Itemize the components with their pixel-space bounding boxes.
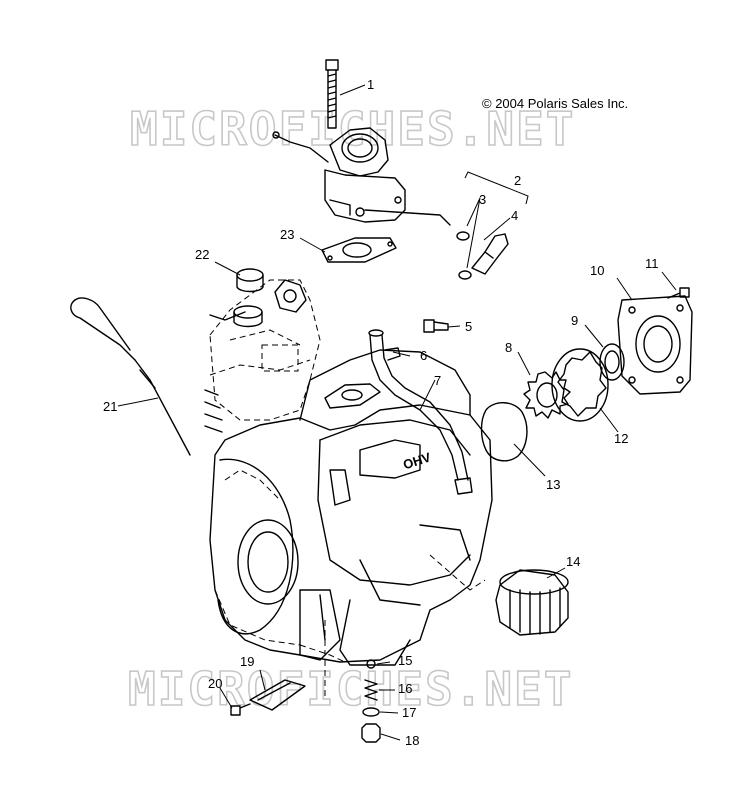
part-7-oil-tube xyxy=(324,329,473,495)
callout-11: 11 xyxy=(645,256,659,271)
part-4-breather-hose xyxy=(456,231,509,280)
callout-19: 19 xyxy=(240,654,254,669)
callout-16: 16 xyxy=(398,681,412,696)
callout-20: 20 xyxy=(208,676,222,691)
part-13-gasket xyxy=(480,402,528,462)
part-14-oil-filter xyxy=(495,569,569,636)
part-8-gear-hub xyxy=(536,382,558,408)
part-12-pump-rotor xyxy=(551,348,609,422)
callout-1: 1 xyxy=(367,77,374,92)
bracket-2 xyxy=(464,171,529,205)
callout-13: 13 xyxy=(546,477,560,492)
callout-labels: 1 2 3 4 5 6 7 8 9 10 11 12 13 14 15 16 1… xyxy=(103,77,659,748)
part-5-bolt xyxy=(423,319,449,333)
callout-6: 6 xyxy=(420,348,427,363)
copyright-notice: © 2004 Polaris Sales Inc. xyxy=(482,96,628,111)
callout-3: 3 xyxy=(479,192,486,207)
part-15-ball xyxy=(366,659,376,669)
callout-10: 10 xyxy=(590,263,604,278)
callout-8: 8 xyxy=(505,340,512,355)
part-22-oil-cap xyxy=(233,268,264,328)
callout-15: 15 xyxy=(398,653,412,668)
callout-2: 2 xyxy=(514,173,521,188)
watermark-top: MICROFICHES.NET xyxy=(130,102,575,156)
part-20-bolt xyxy=(230,703,251,716)
watermark-bottom: MICROFICHES.NET xyxy=(128,662,573,716)
callout-22: 22 xyxy=(195,247,209,262)
engine-block: OHV xyxy=(209,349,493,666)
part-9-seal xyxy=(599,343,625,381)
callout-14: 14 xyxy=(566,554,580,569)
callout-21: 21 xyxy=(103,399,117,414)
callout-5: 5 xyxy=(465,319,472,334)
part-8-gear xyxy=(523,371,571,419)
drain-plug-stack xyxy=(361,659,381,743)
part-1-bolt xyxy=(325,59,339,129)
callout-12: 12 xyxy=(614,431,628,446)
callout-7: 7 xyxy=(434,373,441,388)
callout-18: 18 xyxy=(405,733,419,748)
carburetor xyxy=(272,127,451,226)
callout-17: 17 xyxy=(402,705,416,720)
callout-23: 23 xyxy=(280,227,294,242)
part-19-screen xyxy=(249,679,306,711)
engine-ohv-label: OHV xyxy=(401,449,433,472)
part-18-plug xyxy=(361,723,381,743)
part-17-washer xyxy=(362,707,380,717)
part-21-dipstick xyxy=(70,297,191,456)
part-11-bolt xyxy=(667,287,690,299)
callout-9: 9 xyxy=(571,313,578,328)
part-16-spring xyxy=(364,679,378,701)
callout-4: 4 xyxy=(511,208,518,223)
part-23-gasket xyxy=(321,237,397,263)
part-10-cover xyxy=(617,295,693,395)
leader-lines xyxy=(117,84,677,741)
